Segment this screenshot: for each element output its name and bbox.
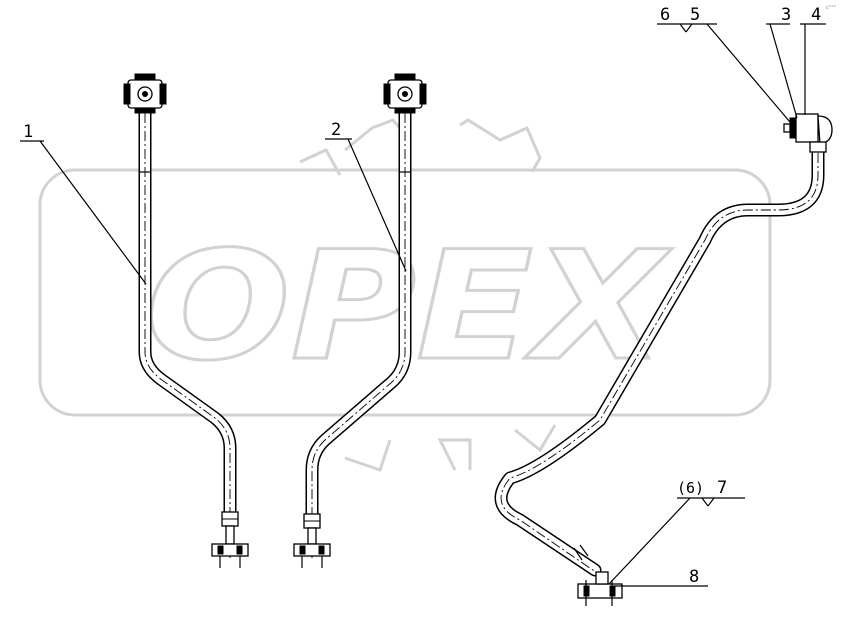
- pipe-2-top-flange: [383, 73, 427, 114]
- callout-1: 1: [23, 122, 33, 142]
- pipe-1: [123, 73, 249, 568]
- callout-7: 7: [717, 478, 727, 498]
- watermark-gear: [299, 118, 557, 472]
- corner-mark: c°°°: [826, 5, 837, 11]
- callout-6: 6: [660, 5, 670, 25]
- callout-labels: 1 2 3 4 5 6 (6) 7 8: [23, 5, 821, 587]
- pipe-2: [293, 73, 427, 568]
- callout-8: 8: [689, 567, 699, 587]
- pipe-2-bottom-flange: [293, 513, 331, 568]
- pipe-3-bottom-flange: [577, 571, 623, 606]
- callout-3: 3: [781, 5, 791, 25]
- pipe-1-bottom-flange: [211, 511, 249, 568]
- callout-5: 5: [690, 5, 700, 25]
- callout-4: 4: [811, 5, 821, 25]
- callout-6-parenthesized: (6): [677, 479, 704, 497]
- pipe-3: [494, 113, 833, 606]
- pipe-1-top-flange: [123, 73, 167, 114]
- leader-lines: [20, 23, 826, 587]
- callout-2: 2: [331, 120, 341, 140]
- pipe-3-top-fitting: [783, 113, 833, 153]
